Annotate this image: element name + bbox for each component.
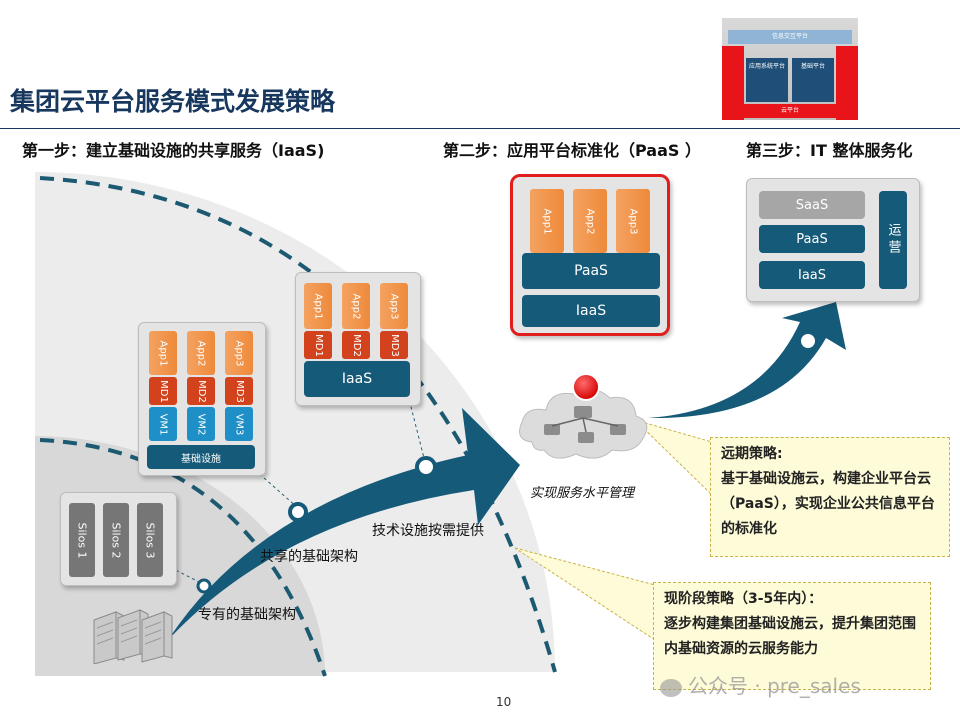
label-shared: 共享的基础架构 — [260, 549, 358, 565]
stack1-vm1: VM1 — [149, 407, 177, 441]
note-current-heading: 现阶段策略（3-5年内）： — [664, 591, 823, 607]
silo-2: Silos 2 — [103, 503, 129, 577]
stack1-vm2: VM2 — [187, 407, 215, 441]
silo-1: Silos 1 — [69, 503, 95, 577]
stack1-md3: MD3 — [225, 377, 253, 405]
stack3-highlight-frame: App1 App2 App3 PaaS IaaS — [510, 174, 670, 336]
page-number: 10 — [496, 695, 512, 709]
stack4-card: SaaS PaaS IaaS 运营 — [746, 178, 920, 302]
network-cloud-icon — [519, 373, 648, 459]
note-long-term-body: 基于基础设施云，构建企业平台云（PaaS），实现企业公共信息平台的标准化 — [721, 471, 935, 537]
stack2-app1: App1 — [304, 283, 332, 329]
stack2-md1: MD1 — [304, 331, 332, 359]
stack2-md2: MD2 — [342, 331, 370, 359]
marker-shared — [288, 502, 308, 522]
marker-service — [797, 330, 819, 352]
logo-right-label: 基础平台 — [792, 58, 834, 102]
stack3-iaas: IaaS — [522, 295, 660, 327]
title-divider — [0, 128, 960, 129]
cloud-platform-logo: 信息交互平台 应用系统平台 基础平台 云平台 — [722, 18, 858, 120]
note-current-body: 逐步构建集团基础设施云，提升集团范围内基础资源的云服务能力 — [664, 616, 916, 657]
stack2-card: App1 App2 App3 MD1 MD2 MD3 IaaS — [295, 272, 421, 406]
stack3-paas: PaaS — [522, 253, 660, 289]
stack1-app2: App2 — [187, 331, 215, 375]
wechat-icon — [660, 678, 682, 697]
stack4-ops: 运营 — [879, 191, 907, 289]
stack1-card: App1 App2 App3 MD1 MD2 MD3 VM1 VM2 VM3 基… — [138, 322, 266, 476]
label-horizontal: 实现服务水平管理 — [530, 486, 635, 501]
logo-bottom-label: 云平台 — [728, 104, 852, 118]
stack1-md2: MD2 — [187, 377, 215, 405]
label-on-demand: 技术设施按需提供 — [372, 523, 484, 539]
note-current: 现阶段策略（3-5年内）： 逐步构建集团基础设施云，提升集团范围内基础资源的云服… — [653, 582, 931, 690]
stack3-app2: App2 — [573, 189, 607, 253]
watermark-text: 公众号 · pre_sales — [688, 674, 861, 698]
silo-3: Silos 3 — [137, 503, 163, 577]
silos-card: Silos 1 Silos 2 Silos 3 — [60, 492, 177, 586]
step1-heading: 第一步：建立基础设施的共享服务（IaaS) — [22, 141, 325, 160]
stack1-base: 基础设施 — [147, 445, 255, 469]
stack4-saas: SaaS — [759, 191, 865, 219]
logo-top-label: 信息交互平台 — [728, 30, 852, 44]
stack2-iaas: IaaS — [304, 361, 410, 397]
watermark: 公众号 · pre_sales — [660, 670, 861, 699]
stack1-app1: App1 — [149, 331, 177, 375]
note-long-term: 远期策略: 基于基础设施云，构建企业平台云（PaaS），实现企业公共信息平台的标… — [710, 437, 950, 557]
page-title: 集团云平台服务模式发展策略 — [10, 87, 336, 116]
logo-left-label: 应用系统平台 — [746, 58, 788, 102]
stack3-app3: App3 — [616, 189, 650, 253]
stack4-iaas: IaaS — [759, 261, 865, 289]
label-dedicated: 专有的基础架构 — [198, 607, 296, 623]
stack4-paas: PaaS — [759, 225, 865, 253]
stack1-vm3: VM3 — [225, 407, 253, 441]
stack2-app2: App2 — [342, 283, 370, 329]
note-long-term-heading: 远期策略: — [721, 446, 783, 462]
server-rack-icon — [93, 609, 173, 664]
stack2-md3: MD3 — [380, 331, 408, 359]
marker-on-demand — [415, 456, 437, 478]
stack3-app1: App1 — [530, 189, 564, 253]
stack1-app3: App3 — [225, 331, 253, 375]
step3-heading: 第三步：IT 整体服务化 — [746, 141, 913, 160]
marker-dedicated — [196, 578, 212, 594]
stack1-md1: MD1 — [149, 377, 177, 405]
stack2-app3: App3 — [380, 283, 408, 329]
step2-heading: 第二步：应用平台标准化（PaaS ） — [443, 141, 701, 160]
